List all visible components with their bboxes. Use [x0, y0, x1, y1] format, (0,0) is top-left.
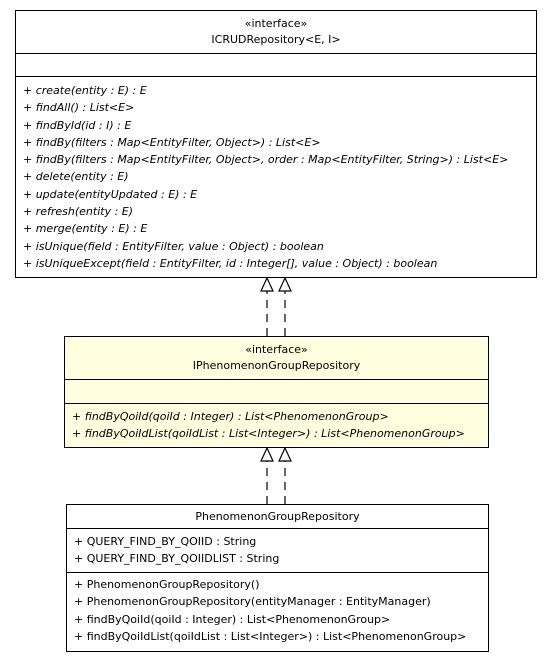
phen-methods: + PhenomenonGroupRepository() + Phenomen… — [67, 573, 488, 645]
method-find-by-qoi-id: + findByQoiId(qoiId : Integer) : List<Ph… — [72, 410, 389, 423]
method-find-by-filters: + findBy(filters : Map<EntityFilter, Obj… — [23, 135, 321, 149]
method-constructor-entity-manager: + PhenomenonGroupRepository(entityManage… — [74, 595, 431, 609]
iphen-class-name: IPhenomenonGroupRepository — [192, 359, 361, 372]
method-delete: + delete(entity : E) — [23, 170, 129, 184]
phen-header: PhenomenonGroupRepository — [67, 505, 488, 529]
iphen-header: «interface» IPhenomenonGroupRepository — [65, 337, 488, 380]
method-constructor: + PhenomenonGroupRepository() — [74, 578, 260, 591]
icrud-stereotype: «interface» — [244, 17, 308, 30]
method-impl-find-by-qoi-id: + findByQoiId(qoiId : Integer) : List<Ph… — [74, 612, 391, 626]
method-create: + create(entity : E) : E — [23, 84, 147, 97]
iphen-methods: + findByQoiId(qoiId : Integer) : List<Ph… — [65, 404, 488, 443]
realization-phen-to-iphen-left — [260, 446, 274, 504]
icrud-class-name: ICRUDRepository<E, I> — [211, 33, 341, 46]
method-update: + update(entityUpdated : E) : E — [23, 187, 198, 201]
method-find-by-id: + findById(id : I) : E — [23, 118, 132, 132]
icrud-repository-box[interactable]: «interface» ICRUDRepository<E, I> + crea… — [15, 10, 537, 278]
iphen-attributes — [65, 380, 488, 404]
method-find-all: + findAll() : List<E> — [23, 101, 135, 115]
method-is-unique: + isUnique(field : EntityFilter, value :… — [23, 239, 324, 253]
method-find-by-filters-order: + findBy(filters : Map<EntityFilter, Obj… — [23, 153, 509, 167]
method-impl-find-by-qoi-id-list: + findByQoiIdList(qoiIdList : List<Integ… — [74, 629, 467, 643]
iphen-stereotype: «interface» — [245, 343, 308, 356]
iphenomenon-group-repository-box[interactable]: «interface» IPhenomenonGroupRepository +… — [64, 336, 489, 448]
icrud-header: «interface» ICRUDRepository<E, I> — [16, 11, 536, 54]
attr-query-find-by-qoiidlist: + QUERY_FIND_BY_QOIIDLIST : String — [74, 552, 280, 566]
method-merge: + merge(entity : E) : E — [23, 222, 148, 236]
method-find-by-qoi-id-list: + findByQoiIdList(qoiIdList : List<Integ… — [72, 427, 465, 441]
attr-query-find-by-qoiid: + QUERY_FIND_BY_QOIID : String — [74, 535, 257, 548]
method-refresh: + refresh(entity : E) — [23, 205, 134, 219]
phen-class-name: PhenomenonGroupRepository — [195, 510, 360, 523]
icrud-methods: + create(entity : E) : E + findAll() : L… — [16, 77, 536, 272]
realization-phen-to-iphen-right — [278, 446, 292, 504]
method-is-unique-except: + isUniqueExcept(field : EntityFilter, i… — [23, 256, 438, 270]
icrud-attributes — [16, 54, 536, 77]
realization-iphen-to-icrud-left — [260, 276, 274, 336]
phen-attributes: + QUERY_FIND_BY_QOIID : String + QUERY_F… — [67, 529, 488, 573]
realization-iphen-to-icrud-right — [278, 276, 292, 336]
phenomenon-group-repository-box[interactable]: PhenomenonGroupRepository + QUERY_FIND_B… — [66, 504, 489, 652]
